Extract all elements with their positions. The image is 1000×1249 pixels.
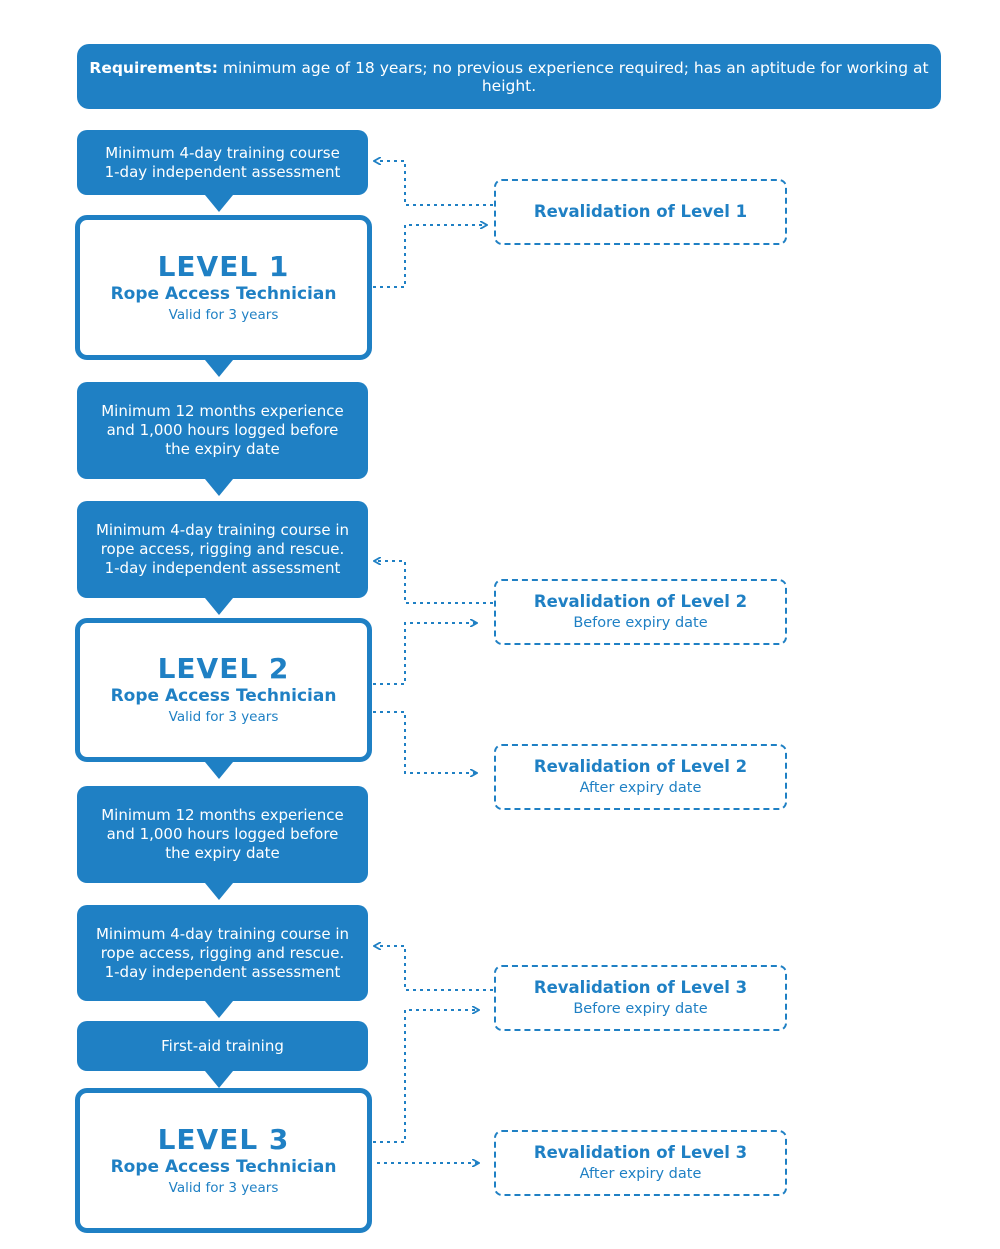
step-line: Minimum 12 months experience [101,806,344,824]
level-validity: Valid for 3 years [168,306,279,323]
step-line: Minimum 4-day training course [105,143,340,162]
revalidation-title: Revalidation of Level 2 [533,757,748,776]
connector-level2-to-reval-before [373,623,476,685]
step-line: Minimum 4-day training course in [95,924,350,943]
level2-experience-box: Minimum 12 months experience and 1,000 h… [77,382,368,479]
level1-training-box: Minimum 4-day training course 1-day inde… [77,130,368,195]
level-subtitle: Rope Access Technician [110,686,337,706]
level-validity: Valid for 3 years [168,709,279,725]
requirements-banner: Requirements: minimum age of 18 years; n… [77,44,941,109]
connector-level1-to-reval [373,225,486,288]
step-line: and 1,000 hours logged before [106,825,339,843]
step-line: rope access, rigging and rescue. [100,943,345,962]
flow-pointers [205,195,233,1088]
step-line: First-aid training [161,1036,284,1055]
connector-level3-to-reval-before [373,1010,478,1143]
revalidation-note: Before expiry date [573,1001,708,1017]
connector-reval2-to-training [375,561,493,604]
step-line: rope access, rigging and rescue. [100,540,345,558]
requirements-text: minimum age of 18 years; no previous exp… [217,58,929,95]
level1-card: LEVEL 1 Rope Access Technician Valid for… [75,215,372,360]
revalidation-level3-after-box: Revalidation of Level 3 After expiry dat… [494,1130,787,1196]
step-line: 1-day independent assessment [104,962,341,981]
pointer-down [205,360,233,377]
level-title: LEVEL 1 [157,249,290,283]
level2-card: LEVEL 2 Rope Access Technician Valid for… [75,618,372,762]
revalidation-note: After expiry date [579,780,702,796]
step-line: 1-day independent assessment [104,559,341,577]
pointer-down [205,479,233,496]
level3-card: LEVEL 3 Rope Access Technician Valid for… [75,1088,372,1233]
revalidation-title: Revalidation of Level 2 [533,592,748,611]
step-line: 1-day independent assessment [104,162,341,181]
revalidation-note: After expiry date [579,1166,702,1182]
revalidation-level2-before-box: Revalidation of Level 2 Before expiry da… [494,579,787,645]
step-line: the expiry date [165,440,280,458]
first-aid-box: First-aid training [77,1021,368,1071]
level-title: LEVEL 3 [157,1122,290,1156]
pointer-down [205,883,233,900]
pointer-down [205,1001,233,1018]
pointer-down [205,762,233,779]
level-title: LEVEL 2 [157,652,290,685]
pointer-down [205,1071,233,1088]
revalidation-note: Before expiry date [573,615,708,631]
connector-level2-to-reval-after [373,711,476,773]
revalidation-level1-box: Revalidation of Level 1 [494,179,787,245]
level3-experience-box: Minimum 12 months experience and 1,000 h… [77,786,368,883]
revalidation-title: Revalidation of Level 3 [533,978,748,997]
revalidation-level3-before-box: Revalidation of Level 3 Before expiry da… [494,965,787,1031]
level-subtitle: Rope Access Technician [110,283,337,304]
step-line: and 1,000 hours logged before [106,421,339,439]
level-validity: Valid for 3 years [168,1179,279,1196]
requirements-label: Requirements: [89,58,218,77]
connector-reval1-to-training [375,161,493,206]
step-line: Minimum 12 months experience [101,402,344,420]
level3-training-box: Minimum 4-day training course in rope ac… [77,905,368,1001]
revalidation-title: Revalidation of Level 1 [533,202,748,221]
step-line: the expiry date [165,844,280,862]
pointer-down [205,598,233,615]
level-subtitle: Rope Access Technician [110,1156,337,1177]
pointer-down [205,195,233,212]
revalidation-title: Revalidation of Level 3 [533,1143,748,1162]
revalidation-level2-after-box: Revalidation of Level 2 After expiry dat… [494,744,787,810]
connector-reval3-to-training [375,946,493,991]
level2-training-box: Minimum 4-day training course in rope ac… [77,501,368,598]
step-line: Minimum 4-day training course in [95,521,350,539]
